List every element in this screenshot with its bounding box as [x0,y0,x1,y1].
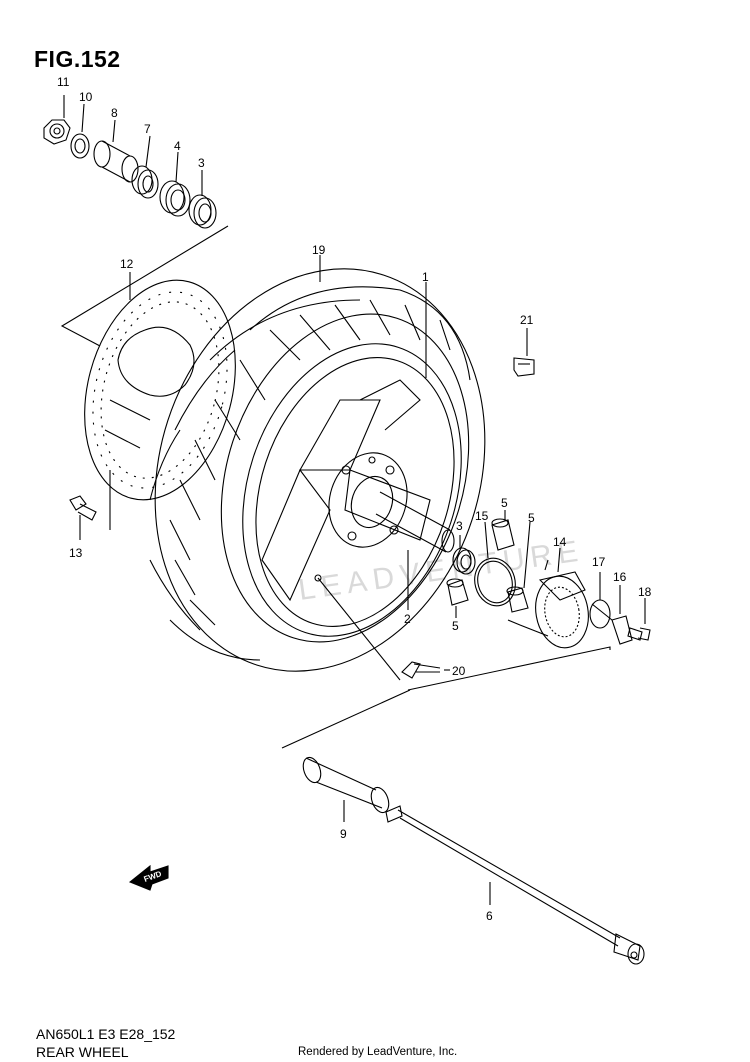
leader-5-right [523,521,531,589]
part-10-washer [70,133,90,159]
group-bracket-upper [60,225,229,347]
callout-5-upper: 5 [501,496,508,510]
callout-8: 8 [111,106,118,120]
callout-6: 6 [486,909,493,923]
part-17-cover [589,599,613,629]
leader-valve-position [317,577,401,681]
callout-16: 16 [613,570,627,584]
leader-15 [484,521,489,559]
callout-5-right: 5 [528,511,535,525]
forward-direction-arrow: FWD [128,864,169,891]
part-9-spacer [302,756,390,814]
callout-4: 4 [174,139,181,153]
part-21-clip [513,357,535,377]
part-8-spacer [93,140,139,183]
part-18-bolt [627,627,651,641]
part-5-damper-lower [446,578,469,606]
callout-5-lower: 5 [452,619,459,633]
part-1-wheel [242,343,462,637]
callout-11: 11 [57,75,70,89]
callout-7: 7 [144,122,151,136]
callout-17: 17 [592,555,606,569]
callout-labels: 11 10 8 7 4 3 12 19 1 21 5 15 3 5 14 17 … [57,75,652,923]
callout-2: 2 [404,612,411,626]
figure-title: FIG.152 [34,46,121,72]
callout-15: 15 [475,509,489,523]
leader-14 [557,547,561,573]
callout-3-top: 3 [198,156,205,170]
callout-20: 20 [452,664,466,678]
part-6-axle [385,805,645,965]
section-name: REAR WHEEL [36,1044,129,1060]
callout-3-right: 3 [456,519,463,533]
part-5-damper-upper [491,518,515,551]
render-credit: Rendered by LeadVenture, Inc. [298,1046,458,1058]
model-code: AN650L1 E3 E28_152 [36,1026,176,1042]
callout-14: 14 [553,535,567,549]
callout-9: 9 [340,827,347,841]
callout-21: 21 [520,313,534,327]
watermark-text: LEADVENTURE [296,534,586,607]
part-13-disc-bolt [69,495,97,540]
part-4-bearing [159,180,191,217]
part-11-nut [43,119,71,145]
part-15-o-ring [474,557,516,607]
part-3-oil-seal [188,194,217,229]
part-7-collar [131,165,159,199]
callout-10: 10 [79,90,93,104]
part-16-plate [611,615,633,645]
group-bracket-lower [281,646,611,749]
part-20-valve [401,661,441,679]
part-14-drum [507,559,589,649]
callout-12: 12 [120,257,134,271]
callout-13: 13 [69,546,83,560]
part-19-tire [149,268,486,672]
part-12-brake-disc [84,279,236,501]
callout-18: 18 [638,585,652,599]
axle-hardware-stack [43,95,217,229]
callout-19: 19 [312,243,326,257]
callout-1: 1 [422,270,429,284]
part-3-oil-seal-right [452,547,476,575]
